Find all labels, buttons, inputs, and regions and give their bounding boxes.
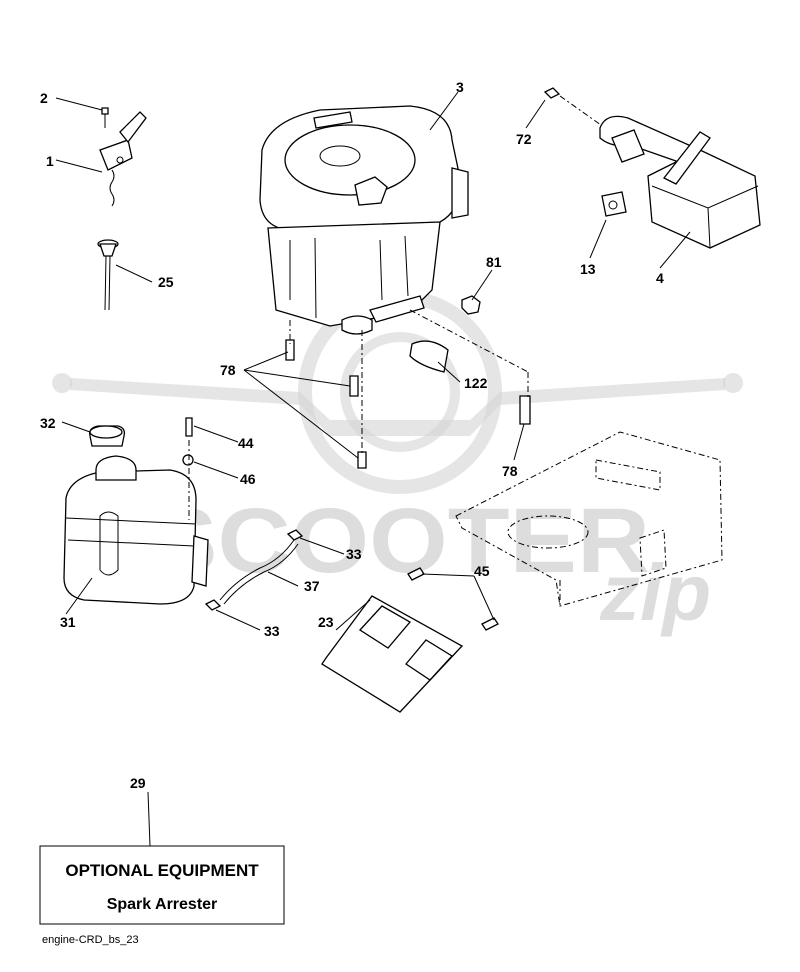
fuel-tank — [63, 417, 209, 605]
leader-lines — [55, 91, 691, 847]
callout-25: 25 — [158, 274, 174, 290]
callout-37: 37 — [304, 578, 320, 594]
shield — [321, 567, 499, 713]
callout-45: 45 — [474, 563, 490, 579]
callout-labels: 2 1 25 3 72 13 4 81 78 122 78 32 44 46 3… — [40, 79, 664, 791]
callout-33-bottom: 33 — [264, 623, 280, 639]
engine — [259, 105, 469, 335]
engine-hardware — [285, 295, 531, 469]
callout-4: 4 — [656, 270, 664, 286]
optional-equipment-title: OPTIONAL EQUIPMENT — [65, 861, 259, 880]
dipstick — [97, 239, 119, 311]
callout-44: 44 — [238, 435, 254, 451]
throttle-control — [99, 107, 147, 207]
callout-81: 81 — [486, 254, 502, 270]
diagram-code: engine-CRD_bs_23 — [42, 934, 139, 946]
watermark-script: zip — [599, 548, 711, 637]
callout-32: 32 — [40, 415, 56, 431]
callout-23: 23 — [318, 614, 334, 630]
callout-72: 72 — [516, 131, 532, 147]
callout-3: 3 — [456, 79, 464, 95]
callout-33-top: 33 — [346, 546, 362, 562]
callout-2: 2 — [40, 90, 48, 106]
callout-13: 13 — [580, 261, 596, 277]
frame-outline — [455, 431, 723, 607]
optional-equipment-box: OPTIONAL EQUIPMENT Spark Arrester — [39, 845, 285, 925]
callout-29: 29 — [130, 775, 146, 791]
spark-arrester-label: Spark Arrester — [107, 896, 218, 913]
watermark-brand: SCOOTER — [150, 490, 650, 592]
callout-78-right: 78 — [502, 463, 518, 479]
callout-31: 31 — [60, 614, 76, 630]
callout-1: 1 — [46, 153, 54, 169]
fuel-line — [204, 529, 304, 611]
callout-46: 46 — [240, 471, 256, 487]
exhaust-parts — [543, 87, 761, 249]
callout-122: 122 — [464, 375, 488, 391]
callout-78-top: 78 — [220, 362, 236, 378]
watermark: SCOOTER zip — [52, 290, 743, 637]
